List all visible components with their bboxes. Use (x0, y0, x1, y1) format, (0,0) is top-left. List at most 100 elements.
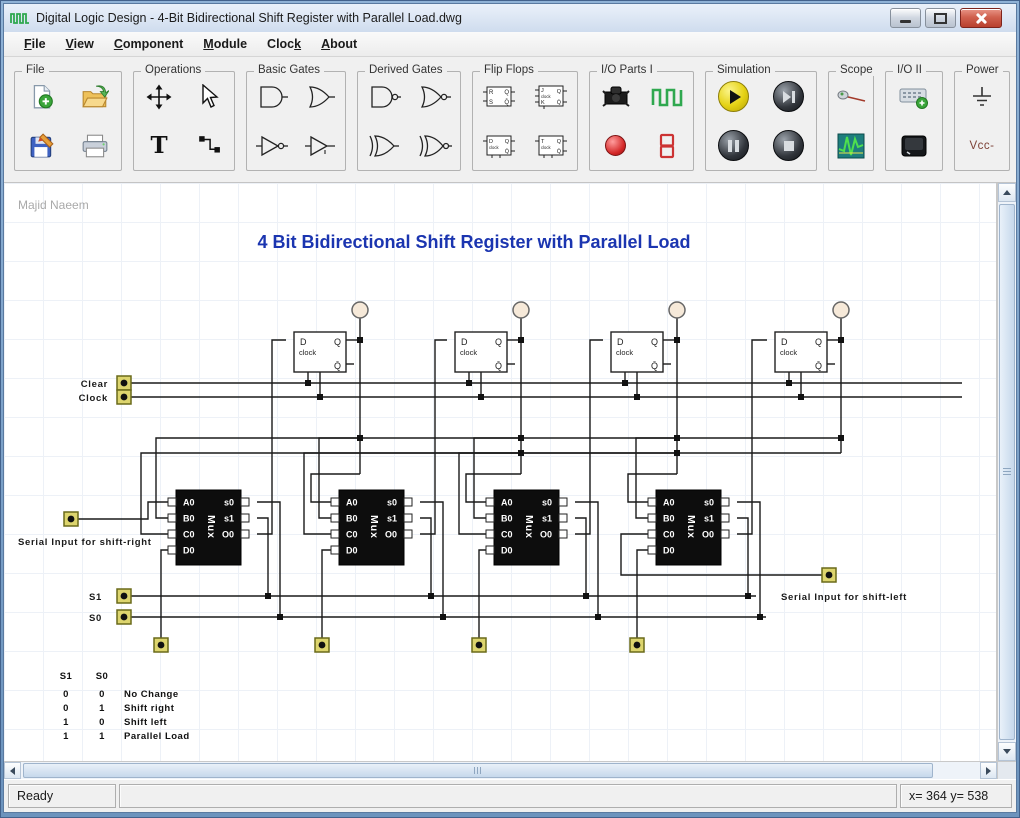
and-gate-button[interactable] (251, 77, 293, 117)
group-label-flip-flops: Flip Flops (480, 64, 538, 76)
save-file-button[interactable] (21, 126, 63, 166)
input-pin-parallel-0[interactable] (153, 637, 169, 653)
new-file-button[interactable] (21, 77, 63, 117)
s1-label: S1 (89, 592, 102, 603)
vertical-scrollbar-thumb[interactable] (999, 204, 1015, 740)
select-tool-button[interactable] (188, 77, 230, 117)
svg-text:A0: A0 (501, 498, 513, 508)
input-pin-clock[interactable] (116, 389, 132, 405)
input-pin-parallel-1[interactable] (314, 637, 330, 653)
open-file-button[interactable] (74, 77, 116, 117)
input-pin-s0[interactable] (116, 609, 132, 625)
input-pin-clear[interactable] (116, 375, 132, 391)
horizontal-scrollbar-track[interactable] (935, 762, 980, 779)
svg-text:Q: Q (334, 337, 341, 347)
menu-item-component[interactable]: Component (113, 37, 184, 51)
input-pin-parallel-3[interactable] (629, 637, 645, 653)
group-label-basic-gates: Basic Gates (254, 64, 324, 76)
svg-text:Parallel Load: Parallel Load (124, 731, 190, 742)
nand-gate-button[interactable] (363, 77, 405, 117)
svg-text:0: 0 (63, 703, 69, 714)
pause-simulation-button[interactable] (713, 126, 755, 166)
or-gate-button[interactable] (300, 77, 342, 117)
key-tool-button[interactable] (893, 126, 935, 166)
svg-text:O0: O0 (540, 530, 552, 540)
output-led-2 (668, 301, 686, 319)
scroll-left-button[interactable] (4, 762, 21, 779)
text-tool-button[interactable]: T (138, 126, 180, 166)
arrow-up-icon (1003, 190, 1012, 195)
circuit-wires[interactable] (78, 318, 962, 638)
xnor-gate-button[interactable] (414, 126, 456, 166)
menu-item-about[interactable]: About (321, 37, 358, 51)
led-tool[interactable] (595, 126, 637, 166)
not-gate-button[interactable] (251, 126, 293, 166)
circuit-canvas[interactable]: Majid Naeem 4 Bit Bidirectional Shift Re… (4, 183, 998, 761)
svg-text:T: T (541, 139, 545, 145)
clock-source-tool[interactable] (646, 77, 688, 117)
input-pin-s1[interactable] (116, 588, 132, 604)
svg-text:1: 1 (63, 731, 69, 742)
svg-text:D: D (461, 337, 468, 347)
input-pin-serial-right[interactable] (63, 511, 79, 527)
clock-wave-icon (651, 88, 683, 106)
minimize-button[interactable] (890, 8, 921, 28)
svg-text:O0: O0 (385, 530, 397, 540)
input-pin-serial-left[interactable] (821, 567, 837, 583)
wire-tool-button[interactable] (188, 126, 230, 166)
svg-text:Q: Q (505, 139, 510, 145)
svg-text:B0: B0 (346, 514, 358, 524)
toolbar-group-scope: Scope (828, 64, 877, 171)
menu-item-clock[interactable]: Clock (267, 37, 302, 51)
seven-segment-tool[interactable] (646, 126, 688, 166)
menu-item-file[interactable]: File (24, 37, 46, 51)
toolbar-group-basic-gates: Basic Gates (246, 64, 346, 171)
vertical-scrollbar[interactable] (997, 183, 1016, 761)
vcc-tool-button[interactable]: Vcc- (961, 126, 1003, 166)
xor-gate-button[interactable] (363, 126, 405, 166)
probe-tool-button[interactable] (830, 77, 872, 117)
close-button[interactable] (960, 8, 1002, 28)
wire-junction (518, 450, 524, 456)
and-gate-icon (259, 85, 288, 108)
step-simulation-button[interactable] (768, 77, 810, 117)
ground-tool-button[interactable] (961, 77, 1003, 117)
print-button[interactable] (74, 126, 116, 166)
run-simulation-button[interactable] (713, 77, 755, 117)
scroll-down-button[interactable] (998, 742, 1016, 761)
maximize-button[interactable] (925, 8, 956, 28)
push-button-tool[interactable] (595, 77, 637, 117)
oscilloscope-button[interactable] (830, 126, 872, 166)
stop-simulation-button[interactable] (768, 126, 810, 166)
horizontal-scrollbar[interactable] (4, 762, 997, 779)
wire-junction (478, 394, 484, 400)
svg-text:Q̄: Q̄ (815, 361, 822, 371)
buffer-gate-button[interactable] (300, 126, 342, 166)
probe-icon (837, 90, 866, 102)
menu-item-module[interactable]: Module (203, 37, 248, 51)
svg-text:D0: D0 (501, 546, 513, 556)
input-pin-parallel-2[interactable] (471, 637, 487, 653)
scroll-up-button[interactable] (998, 183, 1016, 202)
nor-gate-button[interactable] (414, 77, 456, 117)
menu-item-view[interactable]: View (65, 37, 94, 51)
horizontal-scrollbar-thumb[interactable] (23, 763, 933, 778)
keyboard-tool-button[interactable] (893, 77, 935, 117)
move-tool-button[interactable] (138, 77, 180, 117)
svg-text:1: 1 (99, 731, 105, 742)
scroll-right-button[interactable] (980, 762, 997, 779)
